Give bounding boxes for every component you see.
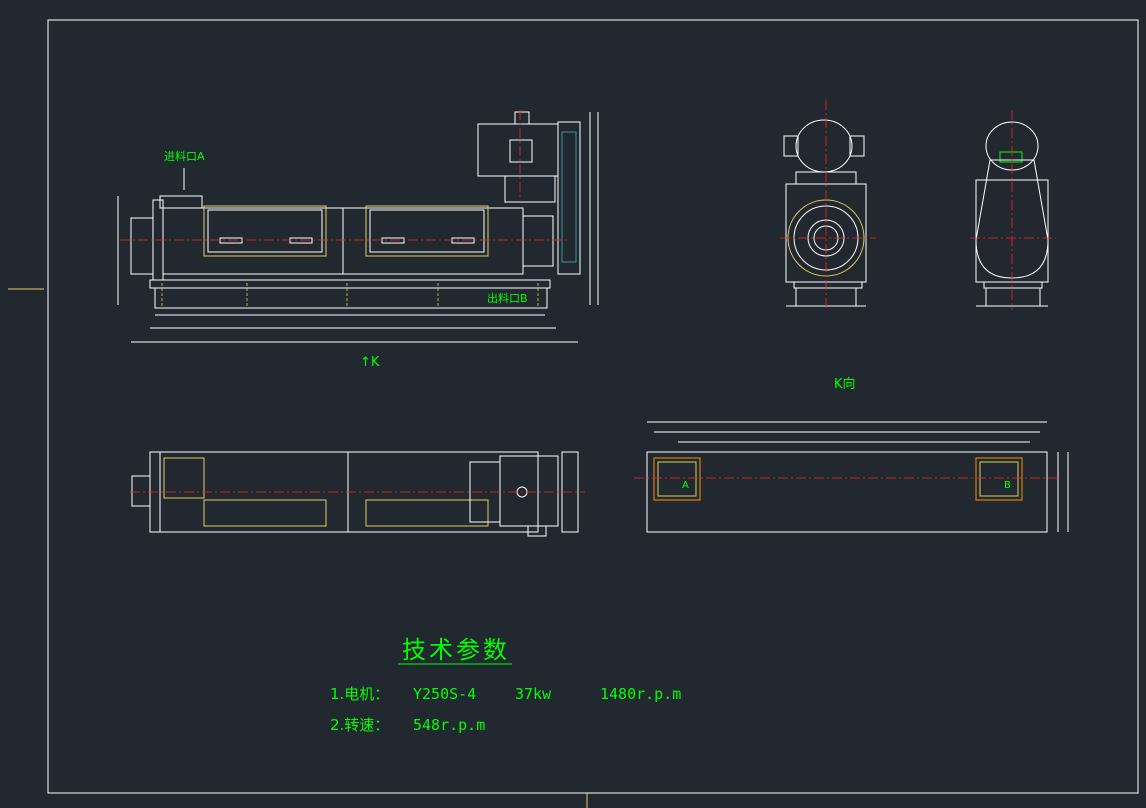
front-view (117, 111, 599, 343)
port-b-label: B (1004, 480, 1011, 491)
inlet-label: 进料口A (164, 149, 205, 163)
k-view-label: K向 (834, 376, 856, 392)
front-view-centerline (120, 110, 570, 241)
k-view-belt-centerline (970, 110, 1056, 310)
k-direction-arrow: ↑K (360, 355, 380, 370)
port-a-label: A (682, 480, 689, 491)
k-view-end-centerline (780, 100, 876, 310)
tech-line1-power: 37kw (515, 685, 552, 703)
tech-line2-index: 2.转速： (330, 716, 389, 734)
top-view (131, 451, 579, 537)
front-view-hidden-lines (161, 283, 539, 306)
k-view-end (783, 119, 867, 307)
tech-line1-speed: 1480r.p.m (600, 685, 681, 703)
tech-line1-index: 1.电机： (330, 685, 389, 703)
tech-line2-speed: 548r.p.m (413, 716, 485, 734)
drawing-border (47, 19, 1139, 794)
outlet-label: 出料口B (487, 291, 528, 305)
base-plan (646, 421, 1069, 533)
tech-line1-model: Y250S-4 (413, 685, 476, 703)
tech-title: 技术参数 (402, 636, 510, 664)
